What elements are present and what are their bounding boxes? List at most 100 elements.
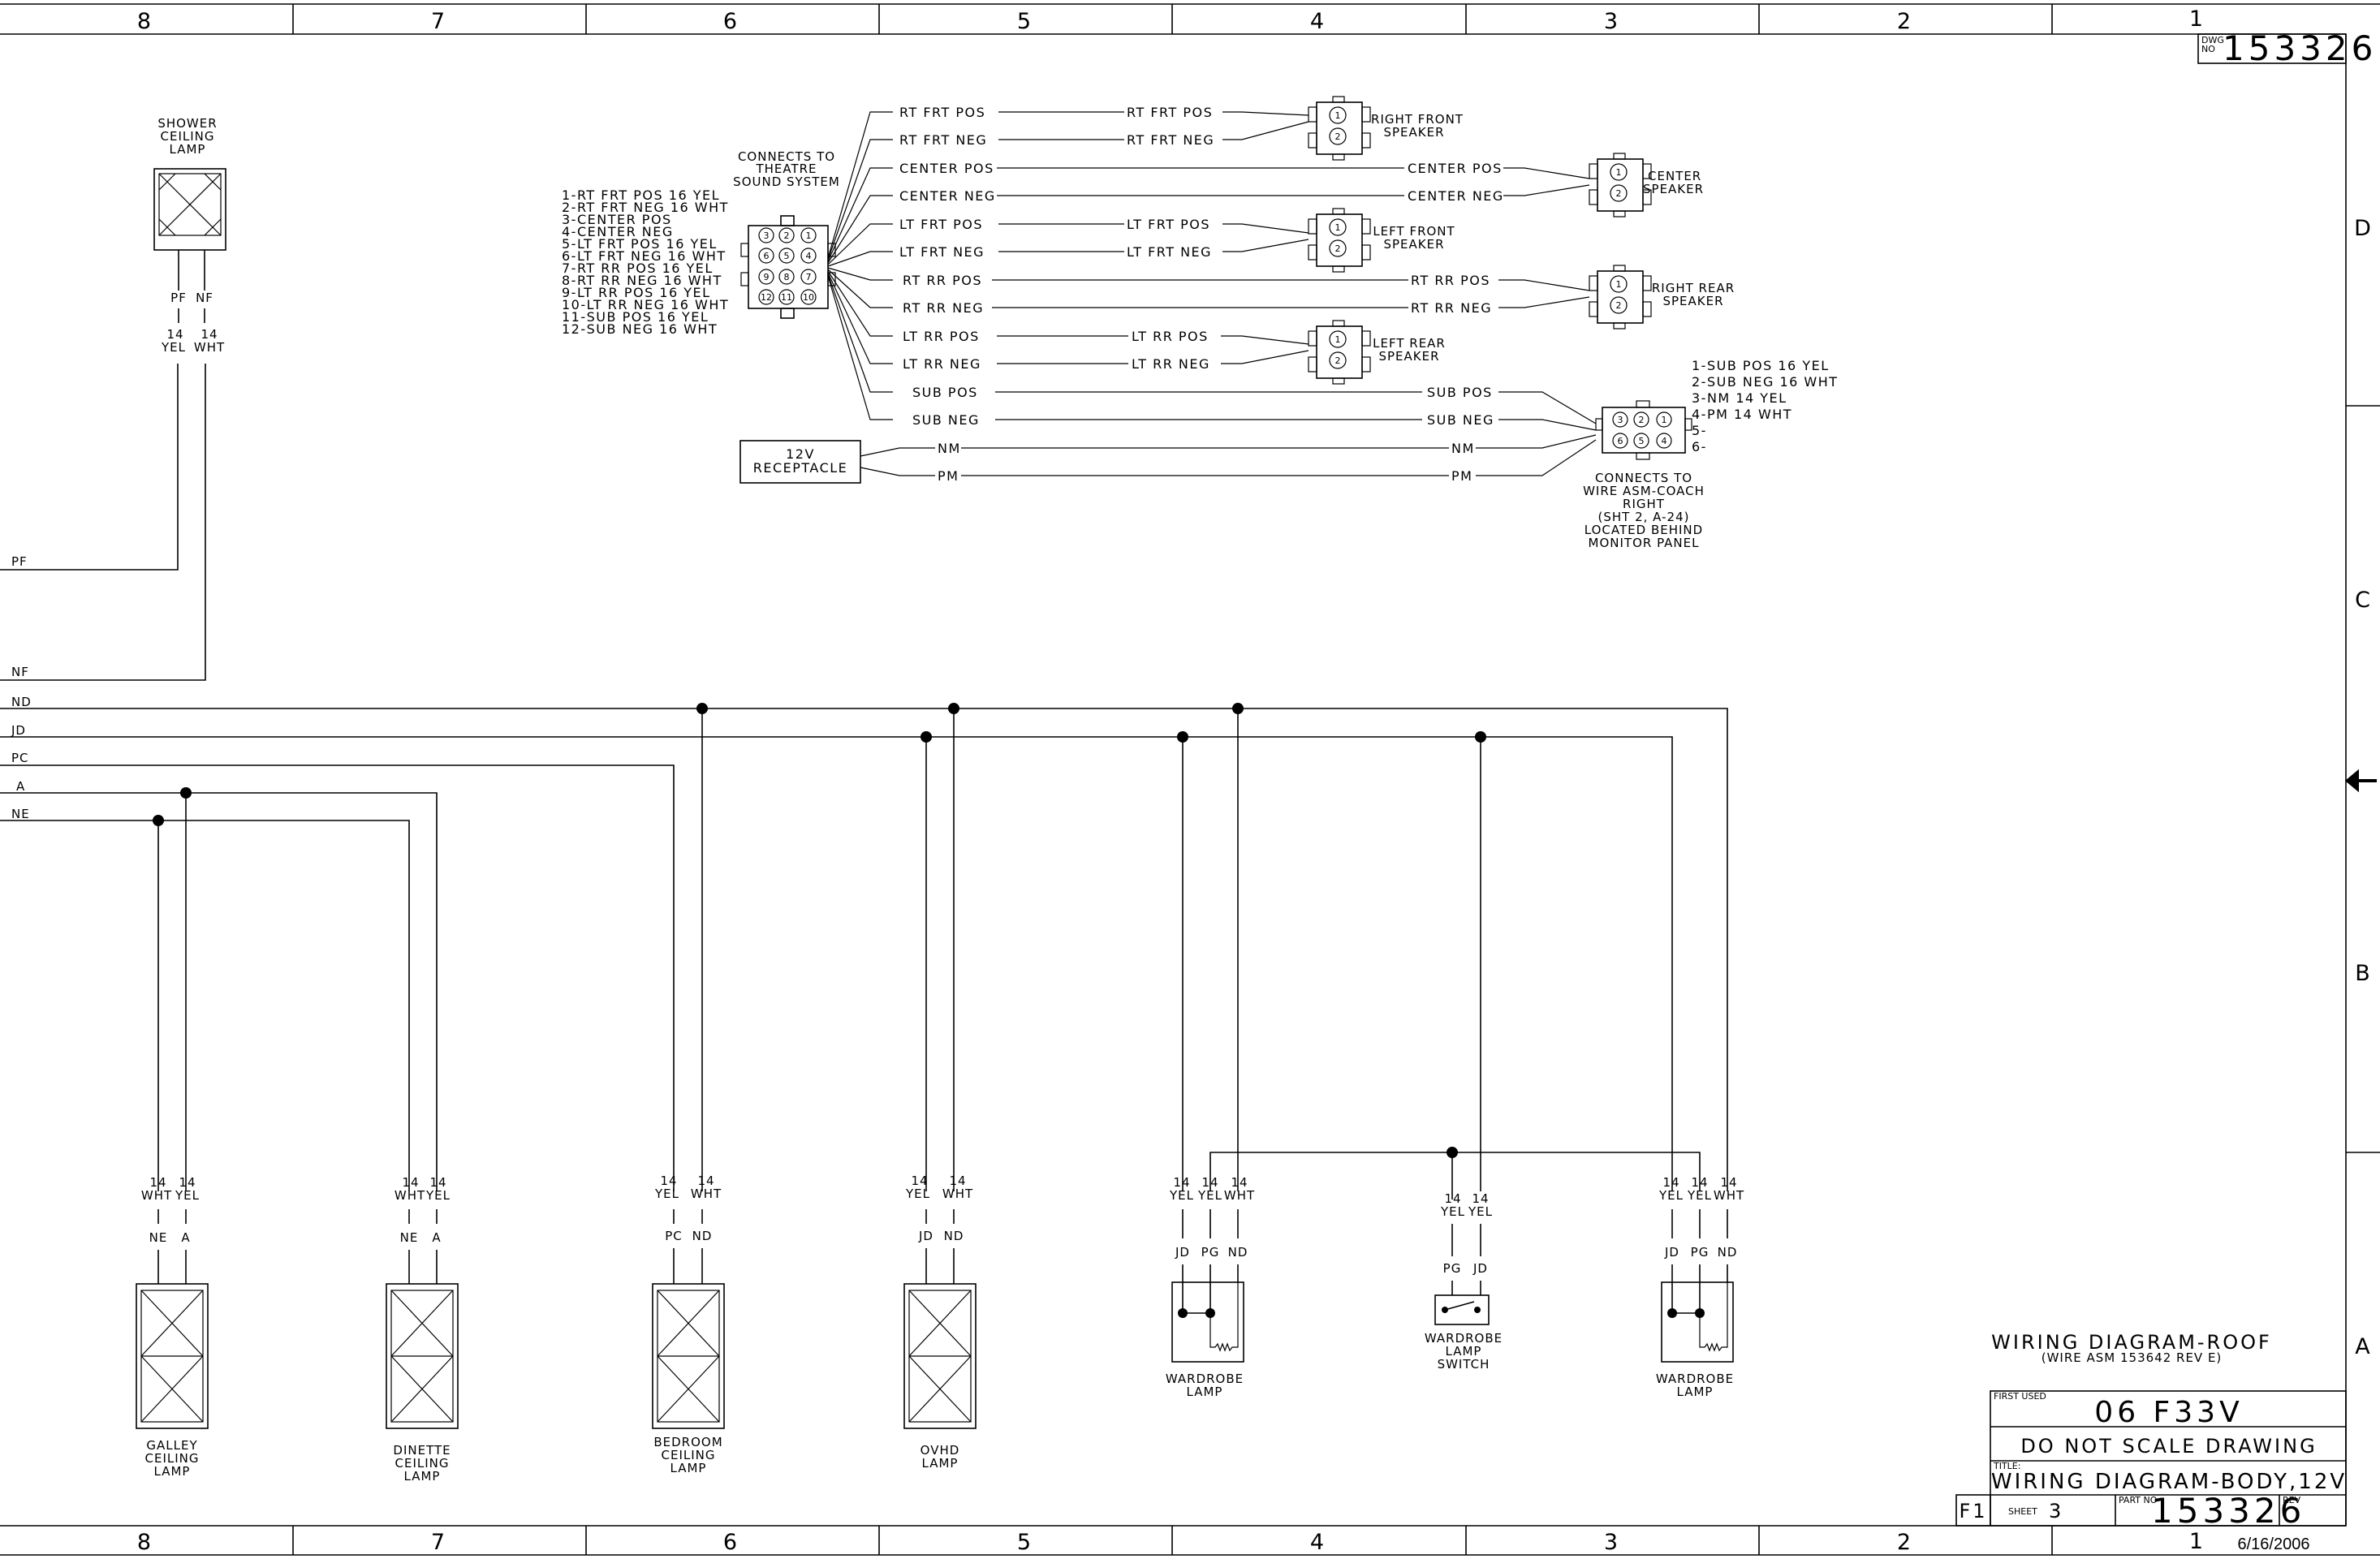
coach-connector: 1-SUB POS 16 YEL 2-SUB NEG 16 WHT 3-NM 1… xyxy=(1583,358,1837,550)
zone-label: 6 xyxy=(723,1530,738,1555)
title-block: WIRING DIAGRAM-ROOF (WIRE ASM 153642 REV… xyxy=(1955,1331,2347,1554)
lamp-title: LAMP xyxy=(1187,1385,1223,1399)
lamp-title: CEILING xyxy=(161,129,215,144)
wire-color: YEL xyxy=(161,340,186,355)
lamp-title: DINETTE xyxy=(393,1443,451,1458)
field-label: REV xyxy=(2283,1495,2301,1505)
zone-label: 4 xyxy=(1310,9,1325,34)
pin-label: ND xyxy=(1228,1245,1248,1260)
theatre-pin-grid: 3 2 1 6 5 4 9 8 7 12 11 10 xyxy=(758,227,817,305)
wire-label: LT FRT POS xyxy=(899,217,983,232)
svg-text:4: 4 xyxy=(1662,436,1667,446)
lamp-title: GALLEY xyxy=(146,1438,197,1453)
speaker-label: SPEAKER xyxy=(1383,237,1444,252)
wire-color: WHT xyxy=(691,1186,722,1201)
speaker-label: LEFT FRONT xyxy=(1373,224,1455,239)
zone-label: D xyxy=(2354,216,2372,241)
wire-gauge: 14 xyxy=(179,1175,196,1190)
connector-caption: WIRE ASM-COACH xyxy=(1583,484,1705,498)
bus-label: NE xyxy=(11,807,30,821)
speaker-label: SPEAKER xyxy=(1383,125,1444,140)
sheet-number: 3 xyxy=(2049,1500,2063,1522)
bus-label: ND xyxy=(11,695,32,709)
svg-text:2: 2 xyxy=(1335,131,1341,142)
lamp-title: CEILING xyxy=(145,1451,200,1466)
dwg-label: DWG xyxy=(2201,35,2224,45)
pin-label: ND xyxy=(692,1229,713,1243)
drawing-title: WIRING DIAGRAM-BODY,12V xyxy=(1991,1470,2347,1494)
wire-label: SUB POS xyxy=(912,385,978,400)
diagram-subtitle: (WIRE ASM 153642 REV E) xyxy=(2042,1350,2223,1365)
zone-numbers-bottom: 8 7 6 5 4 3 2 xyxy=(137,1530,1912,1555)
pinout-line: 6-LT FRT NEG 16 WHT xyxy=(562,248,727,264)
wardrobe-lamp-right: 14 14 14 YEL YEL WHT JD PG ND WARDROBE L… xyxy=(1656,1175,1744,1399)
lamp-title: LAMP xyxy=(170,142,206,157)
diagram-title: WIRING DIAGRAM-ROOF xyxy=(1991,1331,2272,1354)
wire-color: WHT xyxy=(194,340,225,355)
pinout-line: 6- xyxy=(1692,439,1707,454)
bedroom-ceiling-lamp: 14 14 YEL WHT PC ND BEDROOM CEILING LAMP xyxy=(652,1174,725,1475)
bus-label: JD xyxy=(11,723,26,738)
pin-label: PG xyxy=(1691,1245,1710,1260)
theatre-pinout-list: 1-RT FRT POS 16 YEL 2-RT FRT NEG 16 WHT … xyxy=(562,187,729,337)
wire-color: WHT xyxy=(1714,1188,1744,1203)
connector-caption: CONNECTS TO xyxy=(738,149,835,164)
svg-text:2: 2 xyxy=(1639,415,1645,425)
zone-label: 3 xyxy=(1604,1530,1619,1555)
wire-gauge: 14 xyxy=(1173,1175,1190,1190)
lamp-title: BEDROOM xyxy=(653,1435,722,1449)
wire-label: CENTER NEG xyxy=(899,188,996,204)
switch-title: SWITCH xyxy=(1438,1357,1490,1372)
svg-text:2: 2 xyxy=(1335,243,1341,254)
svg-text:5: 5 xyxy=(784,251,790,261)
zone-label: 8 xyxy=(137,9,152,34)
wire-gauge: 14 xyxy=(1720,1175,1737,1190)
pin-label: JD xyxy=(1175,1245,1190,1260)
wire-label: RT RR NEG xyxy=(903,300,984,316)
wire-color: YEL xyxy=(654,1186,679,1201)
wire-label: CENTER NEG xyxy=(1408,188,1504,204)
connector-caption: THEATRE xyxy=(755,161,817,176)
svg-text:7: 7 xyxy=(806,272,812,282)
zone-ref: F1 xyxy=(1959,1500,1987,1522)
wire-gauge: 14 xyxy=(697,1174,714,1188)
left-rear-speaker: 1 2 LEFT REAR SPEAKER xyxy=(1308,320,1445,385)
pinout-line: 5- xyxy=(1692,423,1707,438)
svg-text:2: 2 xyxy=(1616,188,1622,199)
pinout-line: 1-SUB POS 16 YEL xyxy=(1692,358,1830,373)
svg-text:3: 3 xyxy=(764,230,770,241)
zone-label: 7 xyxy=(431,9,446,34)
connector-caption: CONNECTS TO xyxy=(1595,471,1692,485)
zone-label: C xyxy=(2355,588,2371,613)
lamp-title: LAMP xyxy=(922,1456,959,1471)
center-arrow-icon xyxy=(2344,769,2377,793)
zone-label: B xyxy=(2355,961,2371,986)
wire-color: YEL xyxy=(1687,1188,1712,1203)
pinout-line: 10-LT RR NEG 16 WHT xyxy=(562,297,729,312)
connector-caption: MONITOR PANEL xyxy=(1589,536,1700,550)
pin-label: A xyxy=(181,1230,190,1245)
shower-ceiling-lamp: SHOWER CEILING LAMP PF NF 14 14 YEL WHT xyxy=(0,116,226,681)
lamp-title: LAMP xyxy=(1677,1385,1714,1399)
wire-gauge: 14 xyxy=(660,1174,677,1188)
wire-label: NM xyxy=(938,441,961,456)
pinout-line: 4-CENTER NEG xyxy=(562,224,674,239)
bus-wires: PF NF ND JD PC A NE xyxy=(0,554,1728,1199)
pin-label: PC xyxy=(665,1229,683,1243)
bus-label: A xyxy=(16,779,25,794)
zone-label: A xyxy=(2355,1334,2370,1359)
12v-receptacle: 12V RECEPTACLE NM PM NM PM xyxy=(739,434,1597,484)
pin-label: JD xyxy=(1472,1261,1488,1276)
field-label: PART NO xyxy=(2119,1495,2158,1505)
connector-caption: SOUND SYSTEM xyxy=(733,174,840,189)
wire-gauge: 14 xyxy=(949,1174,966,1188)
svg-text:1: 1 xyxy=(1616,167,1622,178)
lamp-title: WARDROBE xyxy=(1166,1372,1244,1386)
pinout-line: 12-SUB NEG 16 WHT xyxy=(562,321,718,337)
wire-gauge: 14 xyxy=(1201,1175,1218,1190)
wire-label: NM xyxy=(1451,441,1475,456)
wire-label: CENTER POS xyxy=(1408,161,1503,176)
zone-label: 2 xyxy=(1897,1530,1912,1555)
speaker-label: RIGHT REAR xyxy=(1652,281,1735,295)
pin-label: NE xyxy=(400,1230,419,1245)
